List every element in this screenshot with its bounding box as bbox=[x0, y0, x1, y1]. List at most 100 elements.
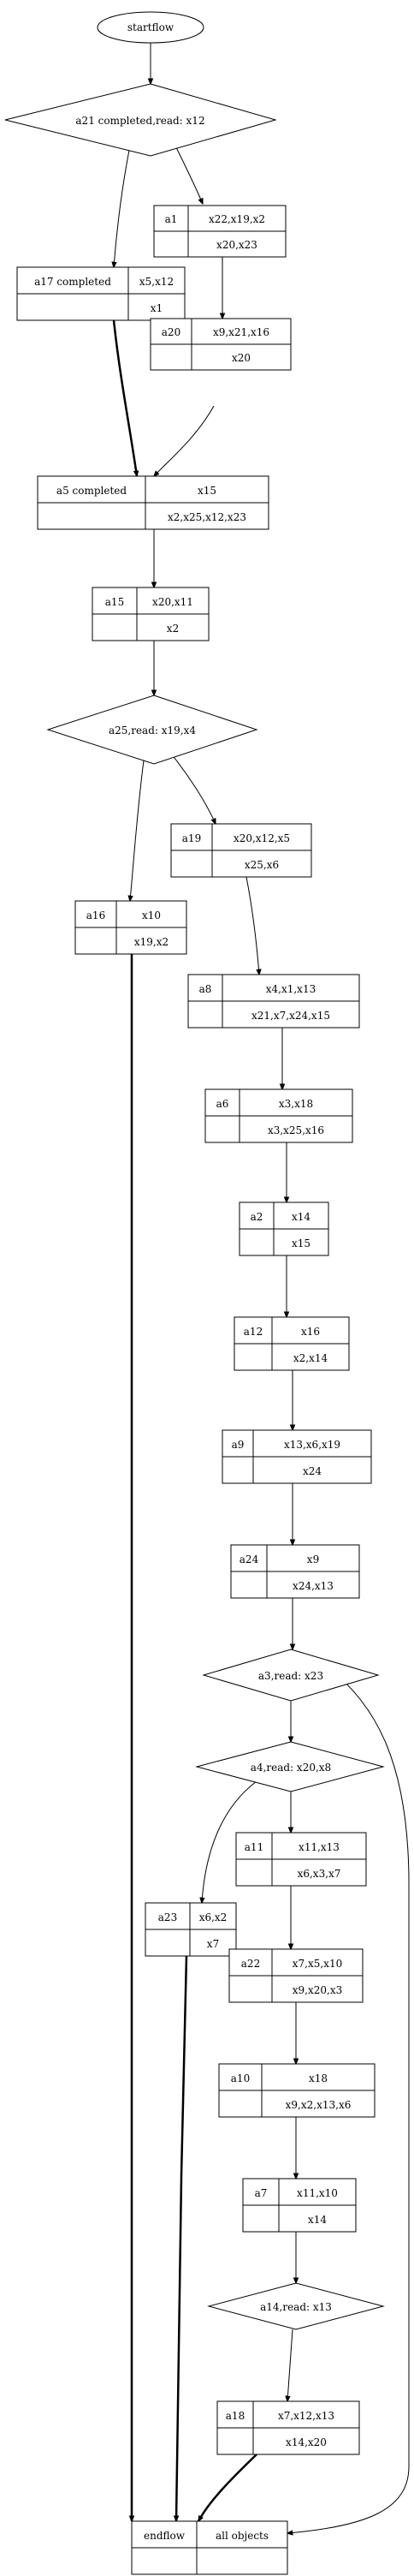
node-bottom-values: x9,x20,x3 bbox=[293, 1984, 342, 1996]
node-bottom-values: x25,x6 bbox=[245, 859, 279, 871]
node-top-values: x14 bbox=[292, 1211, 310, 1223]
node-name: a7 bbox=[255, 2187, 268, 2199]
node-a2[interactable]: a2 x14 x15 bbox=[239, 1202, 329, 1256]
decision-a21[interactable]: a21 completed,read: x12 bbox=[4, 83, 277, 157]
decision-label: a21 completed,read: x12 bbox=[75, 115, 204, 127]
node-top-values: x20,x11 bbox=[152, 596, 193, 608]
node-bottom-values: x15 bbox=[292, 1237, 310, 1249]
node-a5[interactable]: a5 completed x15 x2,x25,x12,x23 bbox=[37, 475, 269, 530]
node-top-values: x3,x18 bbox=[279, 1098, 313, 1110]
node-top-values: x22,x19,x2 bbox=[209, 213, 265, 225]
node-bottom-values: x21,x7,x24,x15 bbox=[251, 1010, 330, 1022]
node-top-values: x20,x12,x5 bbox=[234, 832, 290, 844]
node-a10[interactable]: a10 x18 x9,x2,x13,x6 bbox=[218, 2063, 376, 2118]
node-bottom-values: x2,x14 bbox=[293, 1352, 328, 1364]
node-a18[interactable]: a18 x7,x12,x13 x14,x20 bbox=[216, 2400, 360, 2455]
decision-a3[interactable]: a3,read: x23 bbox=[202, 1649, 380, 1702]
node-name: a20 bbox=[162, 326, 180, 338]
node-bottom-values: x24,x13 bbox=[293, 1580, 334, 1592]
node-bottom-values: x14 bbox=[308, 2214, 327, 2226]
node-bottom-values: x19,x2 bbox=[134, 936, 169, 948]
node-bottom-values: x1 bbox=[151, 302, 163, 314]
node-label: startflow bbox=[127, 21, 174, 33]
node-a23[interactable]: a23 x6,x2 x7 bbox=[145, 1902, 237, 1957]
decision-a14[interactable]: a14,read: x13 bbox=[207, 2282, 385, 2330]
node-bottom-values: x6,x3,x7 bbox=[298, 1868, 341, 1880]
node-top-values: x5,x12 bbox=[139, 276, 174, 288]
node-top-values: x18 bbox=[309, 2072, 328, 2084]
node-name: a1 bbox=[165, 213, 178, 225]
node-a20[interactable]: a20 x9,x21,x16 x20 bbox=[150, 318, 292, 371]
edge-a18-to-end bbox=[197, 2454, 257, 2521]
node-a19[interactable]: a19 x20,x12,x5 x25,x6 bbox=[170, 823, 312, 878]
node-a22[interactable]: a22 x7,x5,x10 x9,x20,x3 bbox=[228, 1948, 364, 2003]
edge-a3-to-end bbox=[287, 1666, 410, 2533]
node-bottom-values: x20 bbox=[232, 352, 251, 364]
node-name: a23 bbox=[158, 1911, 177, 1923]
node-top-values: x16 bbox=[301, 1326, 320, 1338]
node-bottom-values: x2,x25,x12,x23 bbox=[168, 511, 246, 523]
node-a6[interactable]: a6 x3,x18 x3,x25,x16 bbox=[204, 1088, 353, 1143]
node-top-values: x10 bbox=[142, 909, 161, 921]
node-a17[interactable]: a17 completed x5,x12 x1 bbox=[16, 266, 186, 321]
decision-label: a25,read: x19,x4 bbox=[109, 724, 196, 736]
node-name: a17 completed bbox=[34, 276, 111, 288]
node-top-values: x9,x21,x16 bbox=[213, 326, 269, 338]
node-a7[interactable]: a7 x11,x10 x14 bbox=[242, 2178, 357, 2233]
node-name: a16 bbox=[86, 909, 105, 921]
node-startflow[interactable]: startflow bbox=[97, 11, 204, 44]
node-name: endflow bbox=[144, 2530, 186, 2542]
node-top-values: x15 bbox=[198, 485, 216, 497]
node-bottom-values: x20,x23 bbox=[216, 239, 257, 251]
node-name: a12 bbox=[244, 1326, 263, 1338]
node-name: a22 bbox=[241, 1958, 260, 1970]
node-a15[interactable]: a15 x20,x11 x2 bbox=[92, 587, 210, 641]
edge-a17-to-a5 bbox=[112, 319, 137, 476]
node-name: a19 bbox=[182, 832, 201, 844]
node-top-values: x13,x6,x19 bbox=[284, 1439, 340, 1451]
decision-a25[interactable]: a25,read: x19,x4 bbox=[46, 695, 258, 765]
node-endflow[interactable]: endflow all objects bbox=[131, 2520, 288, 2575]
node-top-values: all objects bbox=[216, 2530, 269, 2542]
node-top-values: x11,x10 bbox=[297, 2187, 338, 2199]
edge-a25-to-a19 bbox=[170, 753, 216, 824]
decision-a4[interactable]: a4,read: x20,x8 bbox=[195, 1741, 385, 1792]
edge-a14-to-a18 bbox=[287, 2329, 293, 2401]
node-name: a18 bbox=[226, 2410, 245, 2422]
node-bottom-values: x7 bbox=[207, 1938, 219, 1950]
edge-a4-to-a23 bbox=[202, 1780, 257, 1903]
node-a8[interactable]: a8 x4,x1,x13 x21,x7,x24,x15 bbox=[187, 974, 360, 1029]
node-bottom-values: x14,x20 bbox=[286, 2436, 327, 2448]
node-a1[interactable]: a1 x22,x19,x2 x20,x23 bbox=[153, 205, 287, 258]
node-name: a15 bbox=[105, 596, 124, 608]
node-bottom-values: x3,x25,x16 bbox=[268, 1124, 324, 1136]
node-a9[interactable]: a9 x13,x6,x19 x24 bbox=[222, 1429, 372, 1484]
edges bbox=[112, 43, 410, 2533]
node-bottom-values: x2 bbox=[167, 623, 179, 635]
node-bottom-values: x9,x2,x13,x6 bbox=[286, 2099, 352, 2111]
node-name: a5 completed bbox=[56, 485, 127, 497]
node-top-values: x11,x13 bbox=[299, 1841, 340, 1853]
node-a12[interactable]: a12 x16 x2,x14 bbox=[234, 1316, 350, 1371]
node-top-values: x4,x1,x13 bbox=[266, 983, 316, 995]
node-name: a6 bbox=[216, 1098, 229, 1110]
node-a24[interactable]: a24 x9 x24,x13 bbox=[230, 1544, 360, 1599]
nodes: startflow a21 completed,read: x12 a1 x22… bbox=[4, 11, 385, 2575]
node-name: a9 bbox=[232, 1439, 245, 1451]
node-name: a8 bbox=[199, 983, 212, 995]
node-name: a11 bbox=[245, 1841, 263, 1853]
node-name: a24 bbox=[240, 1553, 259, 1565]
node-bottom-values: x24 bbox=[303, 1465, 322, 1477]
node-a11[interactable]: a11 x11,x13 x6,x3,x7 bbox=[235, 1832, 367, 1887]
node-top-values: x7,x12,x13 bbox=[278, 2410, 334, 2422]
node-name: a2 bbox=[251, 1211, 263, 1223]
edge-a25-to-a16 bbox=[130, 760, 145, 901]
decision-label: a14,read: x13 bbox=[260, 2301, 332, 2313]
decision-label: a3,read: x23 bbox=[258, 1670, 323, 1682]
edge-a23-to-end bbox=[176, 1955, 188, 2521]
node-a16[interactable]: a16 x10 x19,x2 bbox=[74, 900, 187, 955]
edge-a20-to-a5 bbox=[154, 405, 215, 476]
node-top-values: x7,x5,x10 bbox=[293, 1958, 342, 1970]
node-top-values: x9 bbox=[307, 1553, 319, 1565]
